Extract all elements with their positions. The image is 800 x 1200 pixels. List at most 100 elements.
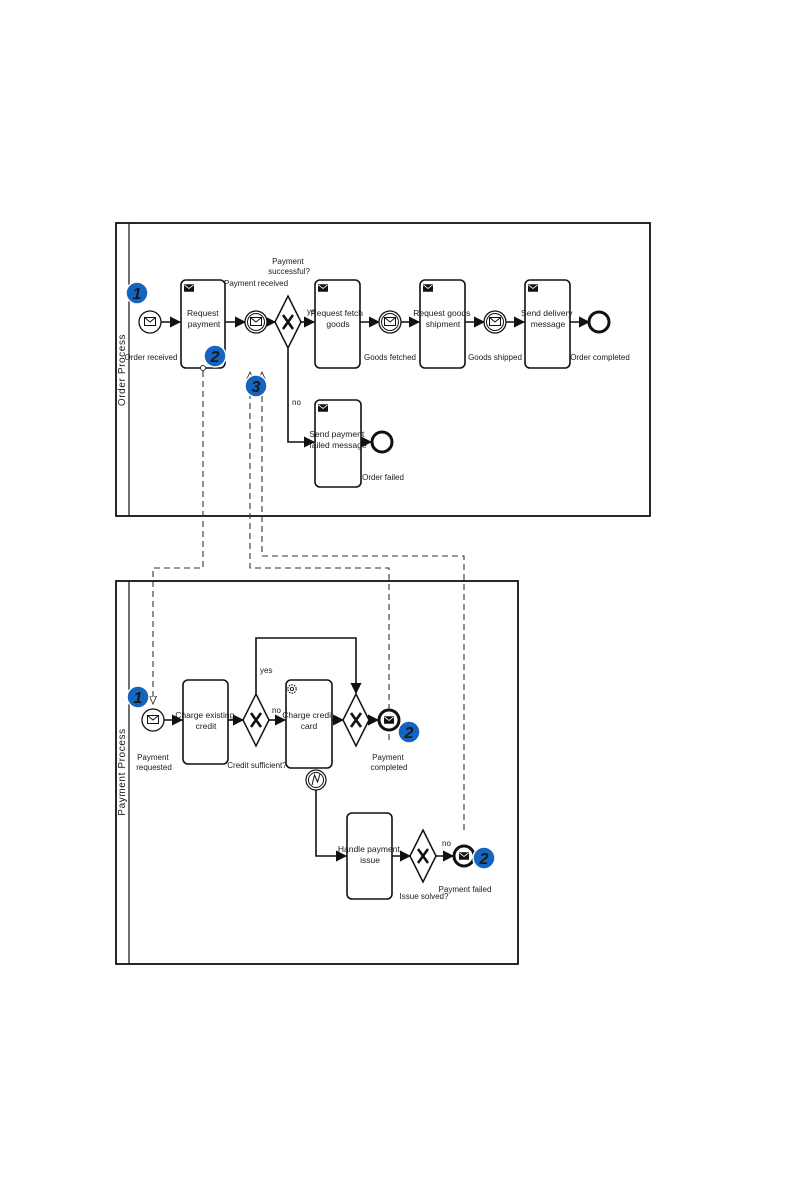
badge-order-start-number: 1 [133, 286, 142, 303]
badge-payment-completed-number: 2 [404, 725, 414, 742]
label-request-goods-shipment-2: shipment [426, 319, 461, 329]
label-request-fetch-goods-2: goods [326, 319, 349, 329]
issue-solved-gateway[interactable] [409, 828, 437, 884]
svg-text:Payment requested: Payment requested [136, 753, 172, 772]
goods-fetched-event[interactable] [378, 310, 402, 334]
pool-payment-process: Payment Process [115, 580, 519, 965]
svg-text:Charge credit card: Charge credit card [282, 710, 335, 731]
order-failed-end-event[interactable] [370, 430, 394, 454]
label-handle-payment-2: issue [360, 855, 380, 865]
label-handle-payment-1: Handle payment [338, 844, 401, 854]
svg-text:Handle payment issue: Handle payment issue [338, 844, 402, 865]
send-message-icon [459, 852, 469, 860]
label-yes-payment: yes [260, 666, 272, 675]
badge-payment-failed-number: 2 [479, 851, 489, 868]
charge-credit-card-task[interactable]: Charge credit card [282, 679, 335, 769]
label-goods-shipped: Goods shipped [468, 353, 522, 362]
label-send-delivery-2: message [531, 319, 566, 329]
label-charge-existing-2: credit [196, 721, 217, 731]
goods-shipped-event[interactable] [483, 310, 507, 334]
order-received-start-event[interactable] [138, 310, 162, 334]
svg-text:Send payment failed mess: Send payment failed message [309, 429, 366, 450]
label-send-payment-failed-2: failed message [309, 440, 366, 450]
svg-text:Charge existing credit: Charge existing credit [175, 710, 236, 731]
svg-text:Request fetch goods: Request fetch goods [311, 308, 366, 329]
payment-successful-gateway[interactable] [274, 294, 302, 350]
send-payment-failed-message-task[interactable]: Send payment failed message [309, 399, 367, 488]
payment-completed-end-event[interactable] [377, 708, 401, 732]
label-yes: yes [307, 307, 319, 316]
svg-text:Request payment: Request payment [187, 308, 221, 329]
message-icon [144, 317, 156, 326]
label-no: no [292, 398, 301, 407]
send-delivery-message-task[interactable]: Send delivery message [521, 279, 575, 369]
badge-request-payment: 2 [203, 344, 227, 368]
charge-existing-credit-task[interactable]: Charge existing credit [175, 679, 236, 765]
message-flows [153, 365, 465, 830]
label-payment-requested-1: Payment [137, 753, 169, 762]
order-completed-end-event[interactable] [587, 310, 611, 334]
message-icon [384, 317, 396, 326]
handle-payment-issue-task[interactable]: Handle payment issue [338, 812, 402, 900]
send-message-icon [528, 284, 538, 292]
send-message-icon [318, 284, 328, 292]
label-request-fetch-goods-1: Request fetch [311, 308, 364, 318]
exclusive-x-icon [416, 848, 430, 864]
label-payment-requested-2: requested [136, 763, 172, 772]
payment-received-event[interactable] [244, 310, 268, 334]
message-icon [250, 317, 262, 326]
label-payment-received: Payment received [224, 279, 288, 288]
message-icon [147, 715, 159, 724]
request-goods-shipment-task[interactable]: Request goods shipment [413, 279, 473, 369]
badge-request-payment-number: 2 [210, 349, 220, 366]
badge-payment-failed: 2 [472, 846, 496, 870]
svg-text:Request goods shipment: Request goods shipment [413, 308, 473, 329]
merge-gateway[interactable] [342, 692, 370, 748]
pool-label-payment: Payment Process [117, 728, 128, 815]
label-request-goods-shipment-1: Request goods [413, 308, 470, 318]
exclusive-x-icon [249, 712, 263, 728]
send-message-icon [423, 284, 433, 292]
badge-payment-received: 3 [244, 374, 268, 398]
label-charge-credit-card-1: Charge credit [282, 710, 334, 720]
svg-text:Payment successful?: Payment successful? [268, 257, 310, 276]
badge-payment-start-number: 1 [134, 690, 143, 707]
pool-order-process: Order Process [115, 222, 651, 517]
message-icon [489, 317, 501, 326]
label-send-delivery-1: Send delivery [521, 308, 573, 318]
badge-order-start: 1 [125, 281, 149, 305]
label-payment-completed-1: Payment [372, 753, 404, 762]
badge-payment-completed: 2 [397, 720, 421, 744]
badge-payment-start: 1 [126, 685, 150, 709]
label-charge-credit-card-2: card [301, 721, 318, 731]
label-payment-completed-2: completed [371, 763, 408, 772]
label-charge-existing-1: Charge existing [175, 710, 234, 720]
error-lightning-icon [311, 773, 321, 786]
label-send-payment-failed-1: Send payment [309, 429, 364, 439]
payment-requested-start-event[interactable] [141, 708, 165, 732]
credit-sufficient-gateway[interactable] [242, 692, 270, 748]
label-order-received: Order received [125, 353, 178, 362]
order-sequence-flows [161, 316, 591, 448]
svg-text:Send delivery message: Send delivery message [521, 308, 575, 329]
label-goods-fetched: Goods fetched [364, 353, 416, 362]
request-fetch-goods-task[interactable]: Request fetch goods [311, 279, 366, 369]
exclusive-x-icon [281, 314, 295, 330]
label-no-issue: no [442, 839, 451, 848]
label-credit-sufficient: Credit sufficient? [227, 761, 287, 770]
send-message-icon [384, 716, 394, 724]
error-boundary-event[interactable] [305, 769, 327, 791]
send-message-icon [184, 284, 194, 292]
payment-failed-end-event[interactable] [452, 844, 476, 868]
label-issue-solved: Issue solved? [400, 892, 449, 901]
label-request-payment-2: payment [188, 319, 221, 329]
label-payment-successful-1: Payment [272, 257, 304, 266]
label-payment-failed: Payment failed [439, 885, 492, 894]
send-message-icon [318, 404, 328, 412]
label-no-payment: no [272, 706, 281, 715]
label-order-failed: Order failed [362, 473, 404, 482]
label-request-payment-1: Request [187, 308, 219, 318]
payment-sequence-flows [164, 637, 455, 862]
badge-payment-received-number: 3 [252, 379, 261, 396]
